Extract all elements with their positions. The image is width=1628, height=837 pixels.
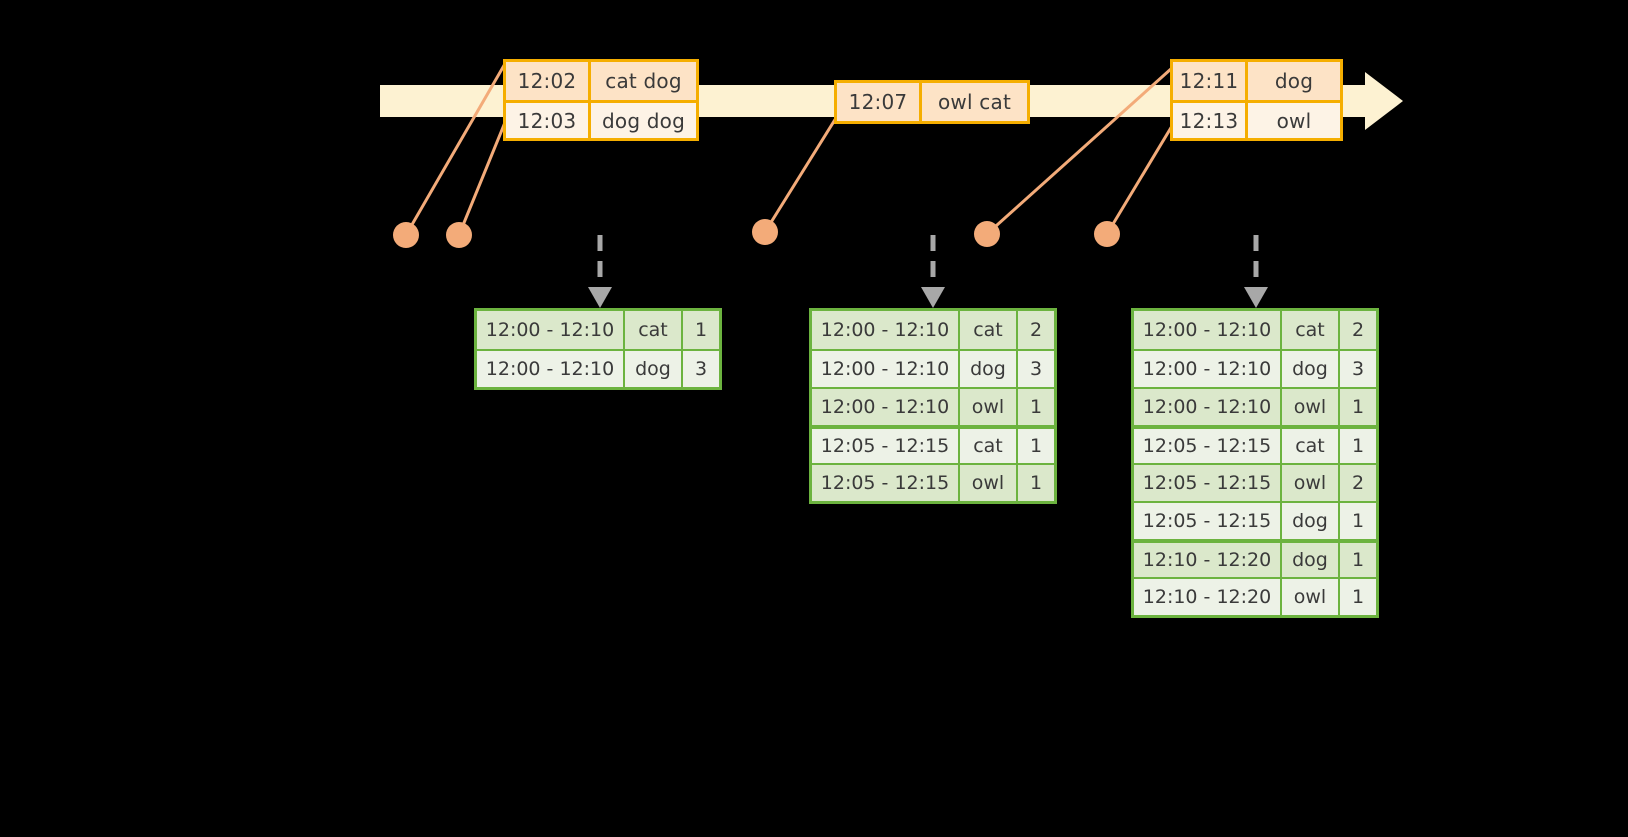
result-count: 1 [1340, 543, 1376, 577]
result-word: cat [1282, 429, 1340, 463]
result-window: 12:00 - 12:10 [477, 311, 625, 349]
result-count: 1 [1340, 579, 1376, 615]
result-count: 1 [1018, 429, 1054, 463]
result-count: 1 [683, 311, 719, 349]
result-window: 12:00 - 12:10 [812, 351, 960, 387]
result-window: 12:10 - 12:20 [1134, 543, 1282, 577]
connector-dots [393, 219, 1120, 248]
result-window: 12:00 - 12:10 [1134, 389, 1282, 425]
connector-dot-3 [752, 219, 778, 245]
event-row[interactable]: 12:13 owl [1173, 100, 1340, 138]
result-word: owl [1282, 389, 1340, 425]
result-window: 12:00 - 12:10 [812, 389, 960, 425]
result-word: owl [960, 389, 1018, 425]
result-window: 12:00 - 12:10 [812, 311, 960, 349]
result-count: 1 [1018, 465, 1054, 501]
result-count: 2 [1340, 465, 1376, 501]
result-window: 12:05 - 12:15 [1134, 503, 1282, 539]
result-window: 12:05 - 12:15 [1134, 465, 1282, 501]
event-words: cat dog [591, 62, 696, 100]
event-time: 12:07 [837, 83, 922, 121]
connector-dot-2 [446, 222, 472, 248]
event-row[interactable]: 12:02 cat dog [506, 62, 696, 100]
result-word: cat [960, 311, 1018, 349]
result-count: 2 [1340, 311, 1376, 349]
event-row[interactable]: 12:11 dog [1173, 62, 1340, 100]
result-word: dog [625, 351, 683, 387]
result-word: cat [1282, 311, 1340, 349]
event-time: 12:03 [506, 103, 591, 138]
event-group-2[interactable]: 12:07 owl cat [834, 80, 1030, 124]
result-window: 12:00 - 12:10 [1134, 311, 1282, 349]
result-count: 2 [1018, 311, 1054, 349]
event-words: owl cat [922, 83, 1027, 121]
connector-dot-5 [1094, 221, 1120, 247]
event-row[interactable]: 12:07 owl cat [837, 83, 1027, 121]
result-window: 12:05 - 12:15 [812, 465, 960, 501]
event-time: 12:02 [506, 62, 591, 100]
result-count: 1 [1018, 389, 1054, 425]
result-word: dog [960, 351, 1018, 387]
result-count: 1 [1340, 389, 1376, 425]
result-word: owl [1282, 579, 1340, 615]
result-window: 12:05 - 12:15 [812, 429, 960, 463]
result-word: cat [625, 311, 683, 349]
result-window: 12:10 - 12:20 [1134, 579, 1282, 615]
event-row[interactable]: 12:03 dog dog [506, 100, 696, 138]
result-count: 1 [1340, 429, 1376, 463]
result-count: 3 [1340, 351, 1376, 387]
result-window: 12:00 - 12:10 [1134, 351, 1282, 387]
event-time: 12:13 [1173, 103, 1248, 138]
event-words: owl [1248, 103, 1340, 138]
result-word: dog [1282, 351, 1340, 387]
result-window: 12:05 - 12:15 [1134, 429, 1282, 463]
event-group-1[interactable]: 12:02 cat dog 12:03 dog dog [503, 59, 699, 141]
result-count: 3 [1018, 351, 1054, 387]
result-word: cat [960, 429, 1018, 463]
result-word: owl [1282, 465, 1340, 501]
result-word: dog [1282, 543, 1340, 577]
event-words: dog [1248, 62, 1340, 100]
connector-dot-1 [393, 222, 419, 248]
result-word: dog [1282, 503, 1340, 539]
result-word: owl [960, 465, 1018, 501]
dashed-arrow-heads [588, 287, 1268, 308]
event-group-3[interactable]: 12:11 dog 12:13 owl [1170, 59, 1343, 141]
event-time: 12:11 [1173, 62, 1248, 100]
result-count: 3 [683, 351, 719, 387]
connector-dot-4 [974, 221, 1000, 247]
result-window: 12:00 - 12:10 [477, 351, 625, 387]
dashed-arrows [597, 235, 1259, 288]
event-words: dog dog [591, 103, 696, 138]
result-count: 1 [1340, 503, 1376, 539]
